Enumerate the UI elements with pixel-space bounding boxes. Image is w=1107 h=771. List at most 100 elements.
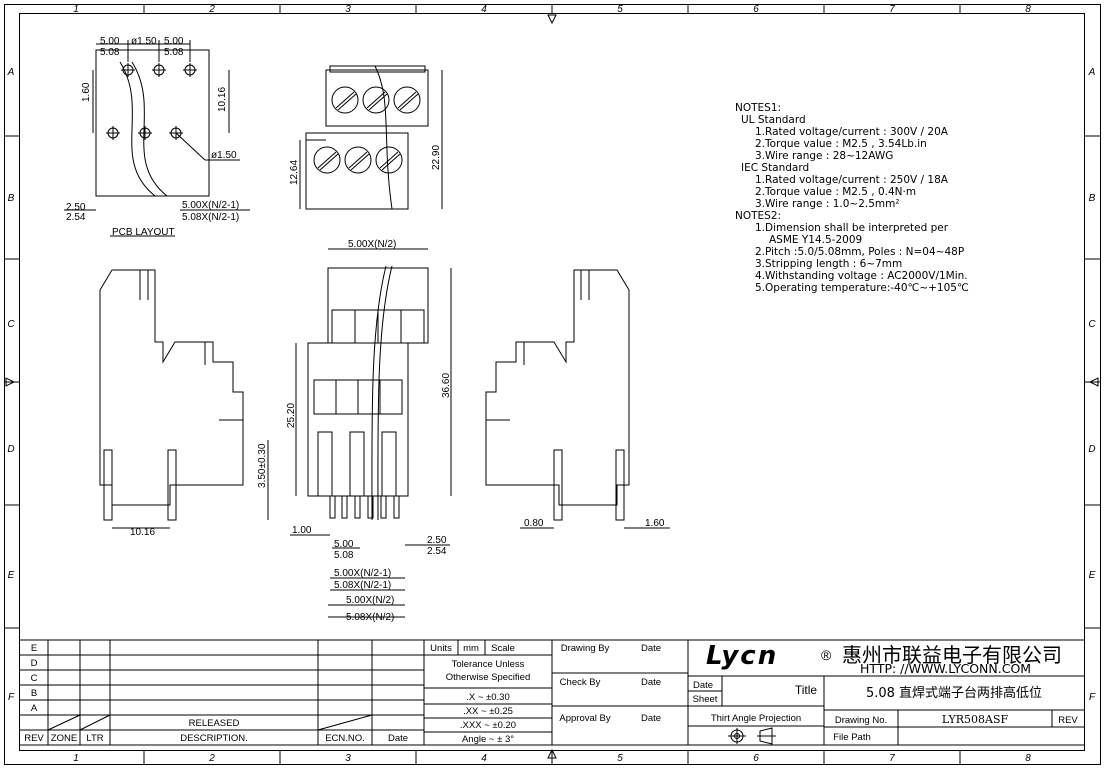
- row-letter: A: [7, 67, 15, 78]
- dim-label: 36.60: [441, 373, 452, 398]
- released-text: RELEASED: [189, 718, 240, 729]
- date-label: Date: [641, 677, 661, 688]
- dim-label: 5.08X(N/2-1): [334, 580, 391, 591]
- file-path-label: File Path: [833, 732, 871, 743]
- note-line: 3.Wire range : 28~12AWG: [755, 150, 894, 162]
- center-mark-top: [547, 14, 557, 25]
- dim-label: 0.80: [524, 518, 544, 529]
- col-number: 5: [617, 4, 623, 15]
- drawing-title: 5.08 直焊式端子台两排高低位: [866, 685, 1042, 701]
- col-number: 8: [1025, 753, 1031, 764]
- tolerance-text: Tolerance Unless: [452, 659, 525, 670]
- row-letter: C: [1088, 319, 1096, 330]
- dim-label: 10.16: [217, 87, 228, 112]
- note-line: 3.Wire range : 1.0~2.5mm²: [755, 198, 900, 210]
- row-letter: D: [7, 444, 14, 455]
- note-line: 1.Rated voltage/current : 250V / 18A: [755, 174, 948, 186]
- col-number: 5: [617, 753, 623, 764]
- row-letter: F: [8, 692, 15, 703]
- dim-label: 12.64: [289, 160, 300, 185]
- units-value: mm: [463, 643, 479, 654]
- note-line: 2.Torque value : M2.5 , 3.54Lb.in: [755, 138, 927, 150]
- col-number: 7: [889, 4, 895, 15]
- dim-label: 5.08X(N/2-1): [182, 212, 239, 223]
- col-number: 6: [753, 753, 759, 764]
- hdr-ltr: LTR: [86, 733, 103, 744]
- rev-row-letter: A: [31, 703, 38, 714]
- tolerance-x: .X ~ ±0.30: [466, 692, 510, 703]
- rev-label: REV: [1058, 715, 1078, 726]
- center-mark-left: [5, 377, 16, 387]
- title-label: Title: [795, 683, 818, 697]
- scale-label: Scale: [491, 643, 515, 654]
- registered-mark: ®: [821, 647, 832, 663]
- hdr-ecn: ECN.NO.: [325, 733, 365, 744]
- tolerance-xx: .XX ~ ±0.25: [463, 706, 513, 717]
- dim-label: 2.50: [66, 202, 86, 213]
- note-line: NOTES2:: [735, 210, 782, 222]
- check-by-label: Check By: [560, 677, 601, 688]
- col-number: 4: [481, 4, 487, 15]
- col-number: 8: [1025, 4, 1031, 15]
- left-side-view: [99, 269, 269, 529]
- dim-label: ø1.50: [211, 150, 237, 161]
- row-letter: E: [1089, 570, 1096, 581]
- approval-by-label: Approval By: [559, 713, 610, 724]
- projection-label: Thirt Angle Projection: [711, 713, 801, 724]
- dim-label: 22.90: [431, 145, 442, 170]
- col-number: 7: [889, 753, 895, 764]
- row-letter: F: [1089, 692, 1096, 703]
- tolerance-angle: Angle ~ ± 3°: [462, 734, 514, 745]
- col-number: 6: [753, 4, 759, 15]
- col-number: 2: [208, 4, 215, 15]
- dim-label: 5.00X(N/2): [348, 239, 396, 250]
- col-number: 3: [345, 753, 351, 764]
- dim-label: 2.54: [427, 546, 447, 557]
- dim-label: 2.50: [427, 535, 447, 546]
- tolerance-text: Otherwise Specified: [446, 672, 530, 683]
- note-line: 2.Torque value : M2.5 , 0.4N·m: [755, 186, 917, 198]
- rev-row-letter: D: [31, 658, 38, 669]
- col-number: 4: [481, 753, 487, 764]
- center-mark-bottom: [547, 748, 557, 759]
- dim-label: 1.00: [292, 525, 312, 536]
- pcb-layout-label: PCB LAYOUT: [112, 227, 175, 238]
- dim-label: 1.60: [81, 82, 92, 102]
- tolerance-xxx: .XXX ~ ±0.20: [460, 720, 516, 731]
- dim-label: 5.08: [100, 47, 120, 58]
- sheet-date-label: Date: [693, 680, 713, 691]
- dim-label: 5.00: [334, 539, 354, 550]
- note-line: NOTES1:: [735, 102, 782, 114]
- front-view: [290, 248, 452, 618]
- title-block: [19, 639, 1085, 746]
- hdr-date: Date: [388, 733, 408, 744]
- dim-label: 5.08: [334, 550, 354, 561]
- company-logo: Lycn: [706, 641, 778, 671]
- dim-label: 5.00X(N/2-1): [182, 200, 239, 211]
- col-number: 1: [73, 4, 79, 15]
- date-label: Date: [641, 713, 661, 724]
- rev-row-letter: C: [31, 673, 38, 684]
- note-line: UL Standard: [741, 114, 806, 126]
- note-line: 4.Withstanding voltage : AC2000V/1Min.: [755, 270, 968, 282]
- note-line: 3.Stripping length : 6~7mm: [755, 258, 903, 270]
- hdr-rev: REV: [24, 733, 44, 744]
- dim-label: 10.16: [130, 527, 155, 538]
- row-letter: C: [7, 319, 15, 330]
- center-mark-right: [1088, 377, 1099, 387]
- date-label: Date: [641, 643, 661, 654]
- rev-row-letter: B: [31, 688, 37, 699]
- dim-label: 1.60: [645, 518, 665, 529]
- hdr-description: DESCRIPTION.: [180, 733, 248, 744]
- col-number: 3: [345, 4, 351, 15]
- company-url: HTTP: //WWW.LYCONN.COM: [860, 661, 1031, 676]
- company-name: 惠州市联益电子有限公司: [842, 643, 1062, 667]
- dim-label: 5.00X(N/2-1): [334, 568, 391, 579]
- note-line: 5.Operating temperature:-40℃~+105℃: [755, 282, 969, 294]
- note-line: 1.Dimension shall be interpreted per: [755, 222, 949, 234]
- row-letter: A: [1088, 67, 1096, 78]
- row-letter: B: [8, 193, 15, 204]
- sheet-label: Sheet: [693, 694, 718, 705]
- right-side-view: [485, 269, 670, 529]
